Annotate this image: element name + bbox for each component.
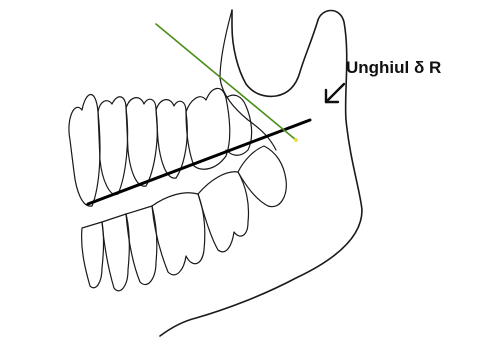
upper-premolar-2 — [156, 100, 187, 179]
lower-premolar-1 — [102, 214, 129, 291]
ramus-tangent-line — [156, 24, 296, 140]
lower-premolar-2 — [126, 206, 157, 285]
occlusal-line — [88, 120, 310, 204]
upper-molar-1 — [69, 95, 100, 207]
angle-arrow — [326, 84, 344, 102]
tangent-endpoint-marker — [294, 138, 298, 142]
upper-premolar-1 — [126, 98, 157, 187]
lower-incisor — [82, 222, 104, 288]
lower-molar-1 — [152, 193, 205, 275]
upper-teeth — [69, 88, 252, 206]
coronoid-outline — [220, 10, 276, 150]
mandible-outline — [160, 11, 362, 337]
upper-molar-2 — [98, 97, 128, 195]
lower-molar-3 — [238, 146, 286, 207]
ramus-anterior-border — [232, 10, 318, 96]
angle-label: Unghiul δ R — [346, 58, 441, 78]
lower-molar-2 — [198, 172, 249, 252]
